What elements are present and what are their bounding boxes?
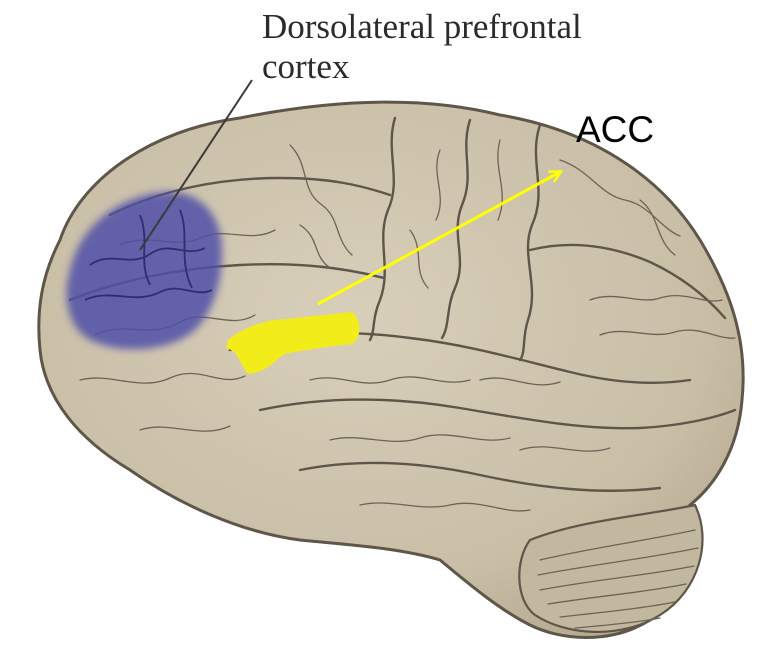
- acc-label: ACC: [576, 109, 654, 150]
- brain-illustration: [39, 102, 743, 637]
- dlpfc-label-line1: Dorsolateral prefrontal: [262, 7, 582, 46]
- dlpfc-label-line2: cortex: [262, 47, 350, 86]
